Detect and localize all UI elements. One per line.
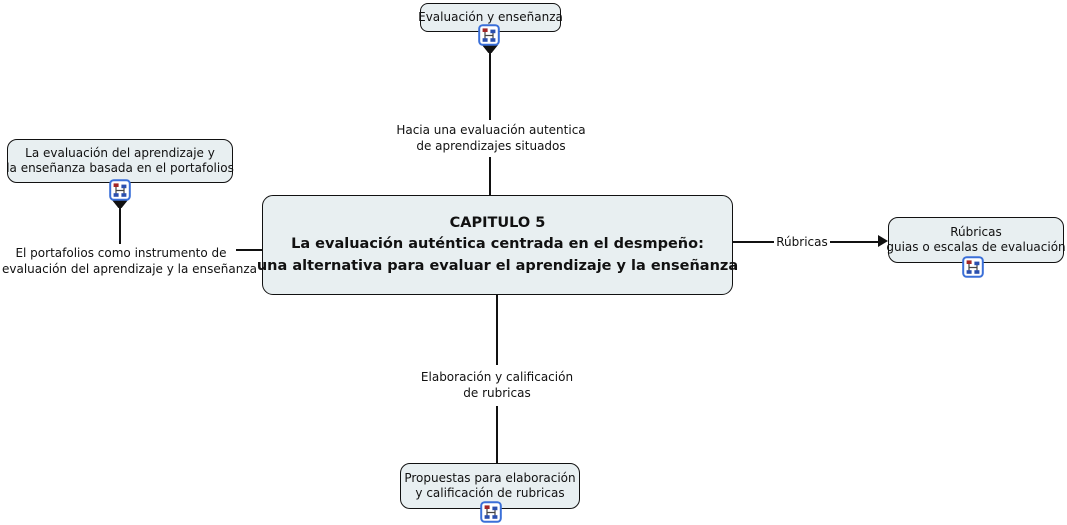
concept-map-icon[interactable] — [109, 179, 131, 201]
center-node-capitulo-5[interactable]: CAPITULO 5 La evaluación auténtica centr… — [257, 195, 738, 295]
node-evaluacion-portafolios[interactable]: La evaluación del aprendizaje y la enseñ… — [6, 139, 234, 183]
concept-map-icon[interactable] — [478, 24, 500, 46]
node-label: Evaluación y enseñanza — [418, 10, 563, 24]
link-label-left[interactable]: El portafolios como instrumento de evalu… — [2, 245, 257, 277]
link-label-right[interactable]: Rúbricas — [774, 234, 830, 250]
node-label-line-1: Propuestas para elaboración — [404, 471, 576, 485]
center-node-line-3: una alternativa para evaluar el aprendiz… — [256, 257, 739, 274]
concept-map-icon[interactable] — [962, 256, 984, 278]
node-label-line-2: y calificación de rubricas — [415, 486, 565, 500]
link-line-top-lower — [489, 157, 491, 195]
link-label-line-1: Hacia una evaluación autentica — [396, 123, 586, 137]
link-label-line-2: de rubricas — [463, 386, 531, 400]
link-label-line-1: Elaboración y calificación — [420, 370, 574, 384]
link-label-bottom[interactable]: Elaboración y calificación de rubricas — [397, 369, 597, 401]
center-node-line-2: La evaluación auténtica centrada en el d… — [291, 236, 704, 253]
concept-map-icon[interactable] — [480, 501, 502, 523]
node-label-line-1: La evaluación del aprendizaje y — [25, 146, 215, 160]
link-label-line-2: evaluación del aprendizaje y la enseñanz… — [2, 262, 257, 276]
arrowhead-to-left-node-icon — [112, 200, 128, 208]
link-label-line-2: de aprendizajes situados — [416, 139, 566, 153]
center-node-title: CAPITULO 5 — [449, 214, 546, 231]
link-label-top[interactable]: Hacia una evaluación autentica de aprend… — [389, 122, 593, 154]
link-line-right-outer — [830, 241, 878, 243]
node-label-line-2: la enseñanza basada en el portafolios — [6, 161, 234, 175]
arrowhead-to-right-node-icon — [878, 235, 888, 247]
arrowhead-to-top-node-icon — [482, 45, 498, 53]
link-line-bottom-lower — [496, 406, 498, 463]
link-line-left-vertical — [119, 208, 121, 244]
link-line-bottom-upper — [496, 295, 498, 365]
link-line-top-upper — [489, 52, 491, 120]
link-line-right-inner — [733, 241, 774, 243]
node-label-line-2: guias o escalas de evaluación — [886, 240, 1066, 254]
node-label-line-1: Rúbricas — [950, 225, 1002, 239]
link-label-line-1: Rúbricas — [776, 235, 828, 249]
link-line-left-horizontal — [236, 249, 262, 251]
link-label-line-1: El portafolios como instrumento de — [15, 246, 227, 260]
